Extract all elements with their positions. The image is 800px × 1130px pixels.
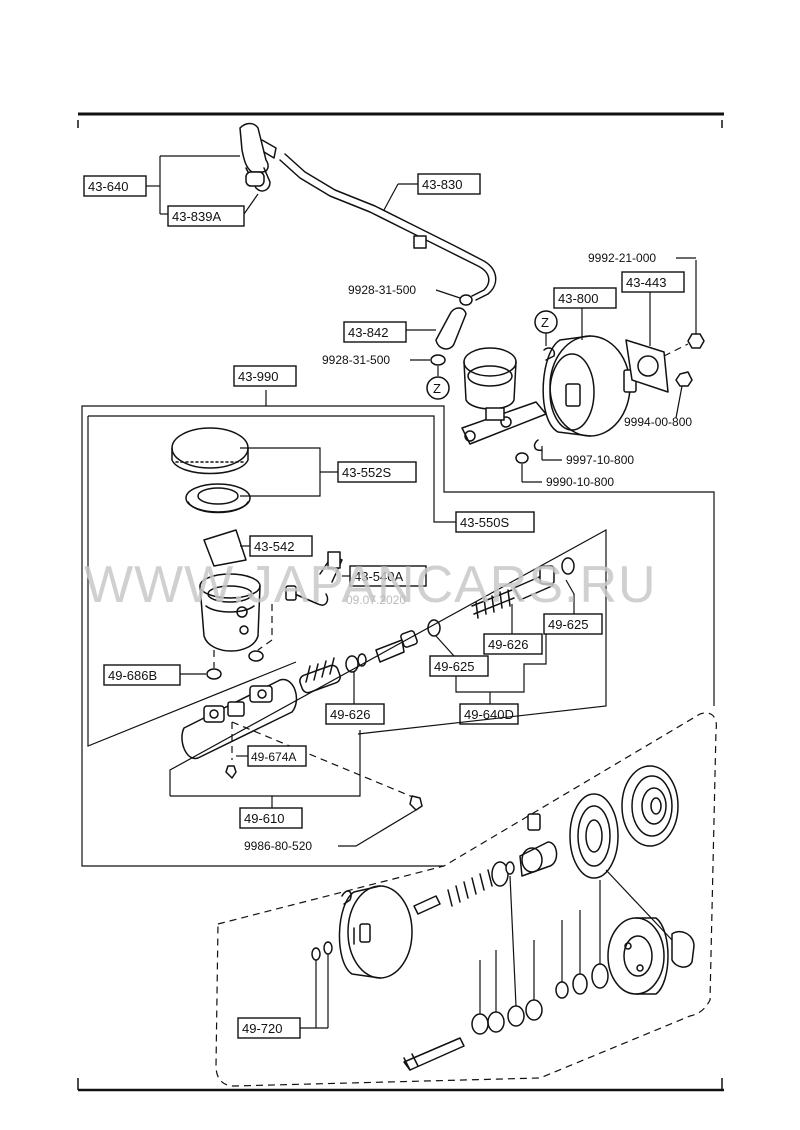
master-cylinder-body (181, 678, 298, 760)
secondary-piston (299, 653, 367, 694)
label-43-800: 43-800 (558, 291, 598, 306)
label-9994-00-800: 9994-00-800 (624, 415, 692, 429)
z-marker-left: Z (433, 381, 441, 396)
label-43-640: 43-640 (88, 179, 128, 194)
label-43-443: 43-443 (626, 275, 666, 290)
fluid-level-sensor (285, 551, 343, 606)
master-cylinder-small (461, 347, 547, 445)
label-9992-21-000: 9992-21-000 (588, 251, 656, 265)
label-43-990: 43-990 (238, 369, 278, 384)
reservoir-strainer (203, 529, 247, 567)
label-49-610: 49-610 (244, 811, 284, 826)
reservoir-cap (171, 427, 251, 514)
vacuum-hose-assembly (239, 122, 277, 192)
label-43-842: 43-842 (348, 325, 388, 340)
label-49-686B: 49-686B (108, 668, 157, 683)
label-49-720: 49-720 (242, 1021, 282, 1036)
watermark-date: 09.07.2020 (346, 593, 406, 607)
label-43-830: 43-830 (422, 177, 462, 192)
fluid-reservoir (199, 573, 261, 652)
pushrod-spring-assembly (413, 813, 558, 915)
label-9928-31-500-lower: 9928-31-500 (322, 353, 390, 367)
label-9928-31-500-upper: 9928-31-500 (348, 283, 416, 297)
label-9990-10-800: 9990-10-800 (546, 475, 614, 489)
label-49-626-lower: 49-626 (330, 707, 370, 722)
label-9997-10-800: 9997-10-800 (566, 453, 634, 467)
brake-booster (542, 335, 637, 437)
label-43-839A: 43-839A (172, 209, 221, 224)
watermark: WWW.JAPANCARS.RU (84, 556, 657, 614)
label-49-625-lower: 49-625 (434, 659, 474, 674)
label-43-550S: 43-550S (460, 515, 509, 530)
booster-diaphragms (569, 765, 679, 879)
label-49-626-upper: 49-626 (488, 637, 528, 652)
label-43-552S: 43-552S (342, 465, 391, 480)
label-43-542: 43-542 (254, 539, 294, 554)
booster-front-shell (338, 885, 413, 979)
vacuum-pipe (279, 153, 497, 301)
booster-kit-frame (215, 712, 717, 1087)
booster-gasket (625, 339, 669, 393)
label-9986-80-520: 9986-80-520 (244, 839, 312, 853)
vacuum-hose-short (435, 307, 467, 350)
booster-small-seals (311, 941, 543, 1071)
label-43-540A: 43-540A (354, 569, 403, 584)
label-49-625-upper: 49-625 (548, 617, 588, 632)
booster-rear-shell (555, 917, 695, 999)
label-49-674A: 49-674A (251, 750, 296, 764)
z-marker-right: Z (541, 315, 549, 330)
